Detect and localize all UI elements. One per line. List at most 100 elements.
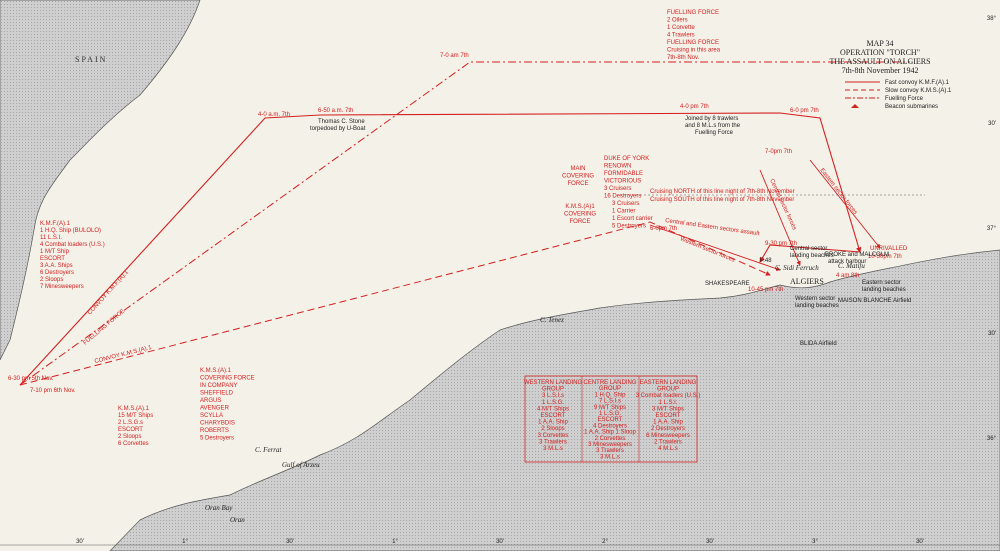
fuelling-line: Cruising in this area [667,48,721,54]
algiers-label: ALGIERS [790,277,824,286]
kms-a1-heading-line: K.M.S.(A)1 [565,204,595,210]
kms-line: 6 Corvettes [118,441,149,447]
western-line: 3 L.S.I.s [542,393,564,399]
c-tenez-label: C. Tenez [540,316,564,324]
eastern-line: 2 Destroyers [651,426,685,432]
kms-cover-line: AVENGER [200,406,230,412]
kms-line: K.M.S.(A).1 [118,406,150,412]
joined-line1: Joined by 8 trawlers [685,116,738,122]
kms-line: 2 L.S.G.s [118,420,143,426]
kms-cover-line: ARGUS [200,398,221,404]
fuelling-line: 1 Corvette [667,25,695,31]
fuelling-line: FUELLING FORCE [667,10,719,16]
centre-line: 1 A.A. Ship 1 Sloop [584,430,636,436]
grid-right-label: 37° [987,226,997,232]
main-cover-line: 3 Cruisers [604,186,631,192]
c-matifu-label: C. Matifu [838,262,865,270]
grid-bottom-label: 3° [812,539,818,545]
centre-line: 1 L.S.G. [599,411,621,417]
joined-line3: Fuelling Force [695,130,734,136]
label-7am: 7-0 am 7th [440,53,469,59]
eastern-line: 3 M/T Ships [652,406,684,412]
central-beaches-2: landing beaches [790,253,834,259]
legend: Fast convoy K.M.F.(A).1 Slow convoy K.M.… [845,80,952,110]
kms-a1-heading-line: COVERING [564,212,596,218]
grid-bottom-label: 1° [182,539,188,545]
gulf-arzeu-label: Gulf of Arzeu [282,461,320,469]
kms-cover-line: 5 Destroyers [200,436,234,442]
legend-fast: Fast convoy K.M.F.(A).1 [885,80,950,86]
joined-line2: and 8 M.L.s from the [685,123,741,129]
label-1030pm: 10-30pm 7th [868,254,902,260]
legend-beacon: Beacon submarines [885,104,938,110]
eastern-beaches-1: Eastern sector [862,280,901,286]
centre-line: 9 M/T Ships [594,405,626,411]
east-approach-tracks [649,159,881,271]
grid-bottom-label: 30' [286,539,294,545]
cruising-north: Cruising NORTH of this line night of 7th… [650,189,795,195]
western-line: 2 Sloops [541,426,564,432]
label-6pm-east: 6-0pm 7th [650,226,677,232]
kms-a1-line: 1 Escort carrier [612,216,653,222]
grid-bottom-label: 30' [706,539,714,545]
western-forces-label: Western sector forces [679,236,735,263]
label-650am: 6-50 a.m. 7th [318,108,353,114]
grid-bottom-label: 30' [916,539,924,545]
grid-right-label: 38° [987,16,997,22]
eastern-line: 1 L.S.I. [658,400,677,406]
kmf-line: K.M.F.(A).1 [40,221,71,227]
western-line: 1 L.S.G. [542,400,564,406]
oran-bay-label: Oran Bay [205,504,233,512]
blida-label: BLIDA Airfield [800,341,837,347]
western-line: ESCORT [541,413,566,419]
kms-cover-line: IN COMPANY [200,383,238,389]
fuelling-line: 2 Oilers [667,18,688,24]
kms-line: ESCORT [118,427,143,433]
centre-line: ESCORT [598,417,623,423]
main-cover-heading-line: MAIN [571,166,586,172]
kms-cover-line: CHARYBDIS [200,421,235,427]
kmf-line: 6 Destroyers [40,270,74,276]
eastern-line: ESCORT [656,413,681,419]
eastern-line: GROUP [657,387,679,393]
kmf-line: 1 M/T Ship [40,249,70,255]
fast-convoy-track [19,112,862,386]
kms-a1-line: 5 Destroyers [612,224,646,230]
label-4am8: 4 am 8th [836,273,859,279]
stone-line1: Thomas C. Stone [318,119,365,125]
main-cover-heading-line: COVERING [562,174,594,180]
centre-line: GROUP [599,386,621,392]
grid-bottom-label: 30' [76,539,84,545]
unrivalled-label: UNRIVALLED [870,246,908,252]
kms-cover-line: K.M.S.(A).1 [200,368,232,374]
eastern-beaches-2: landing beaches [862,287,906,293]
kmf-line: ESCORT [40,256,65,262]
main-cover-line: 16 Destroyers [604,194,641,200]
eastern-line: 3 Combat loaders (U.S.) [636,393,701,399]
spain-land [0,0,201,361]
western-line: 4 M/T Ships [537,406,569,412]
africa-land [109,249,1000,551]
kms-cover-line: COVERING FORCE [200,376,255,382]
kms-a1-heading-line: FORCE [570,219,591,225]
convoy-kms-label: CONVOY K.M.S.(A).1 [94,345,153,365]
label-4am: 4-0 a.m. 7th [258,112,290,118]
c-sidi-ferruch-label: C. Sidi Ferruch [775,264,819,272]
kms-cover-line: SHEFFIELD [200,391,234,397]
grid-bottom-label: 30' [496,539,504,545]
kmf-line: 1 H.Q. Ship (BULOLO) [40,228,101,234]
western-line: 3 M.L.s [543,446,563,452]
operation-name: OPERATION "TORCH" [840,48,920,57]
main-cover-line: RENOWN [604,164,631,170]
kms-cover-line: SCYLLA [200,413,223,419]
centre-line: 2 Corvettes [595,436,626,442]
western-beaches-2: landing beaches [795,303,839,309]
kmf-box: K.M.F.(A).11 H.Q. Ship (BULOLO)11 L.S.I.… [40,221,105,290]
bottom-grid-labels: 30'1°30'1°30'2°30'3°30' [76,539,924,545]
label-710pm: 7-10 pm 6th Nov. [30,388,76,394]
kms-cover-line: ROBERTS [200,428,229,434]
main-cover-line: DUKE OF YORK [604,156,649,162]
convoy-kmf-label: CONVOY K.M.F.(A).1 [87,269,130,316]
